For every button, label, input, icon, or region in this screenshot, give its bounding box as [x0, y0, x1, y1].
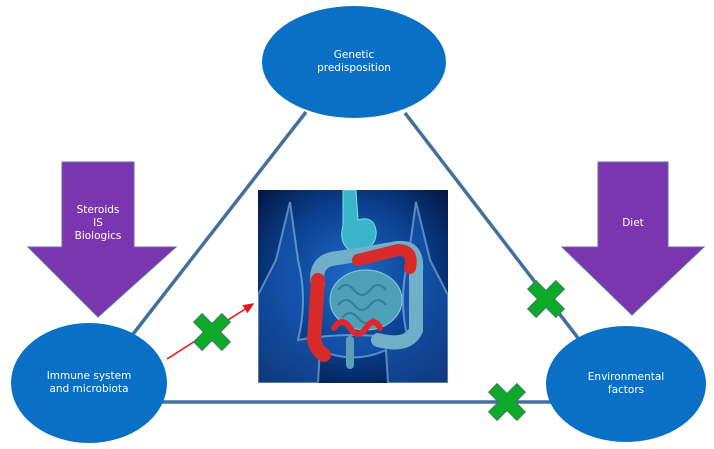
x-cross-icon [192, 312, 232, 352]
node-immune-system[interactable] [11, 323, 167, 443]
x-cross-icon [487, 382, 527, 422]
intervention-left-label: Steroids IS Biologics [74, 204, 122, 242]
intervention-right-label: Diet [622, 217, 644, 229]
intervention-arrow-left [26, 161, 178, 318]
x-cross-icon [526, 279, 566, 319]
intestines-illustration [258, 190, 448, 383]
edge-genetic-immune [128, 110, 308, 340]
intervention-arrow-right [560, 161, 706, 316]
node-environmental-factors[interactable] [546, 326, 706, 442]
node-genetic-predisposition[interactable] [262, 6, 446, 118]
